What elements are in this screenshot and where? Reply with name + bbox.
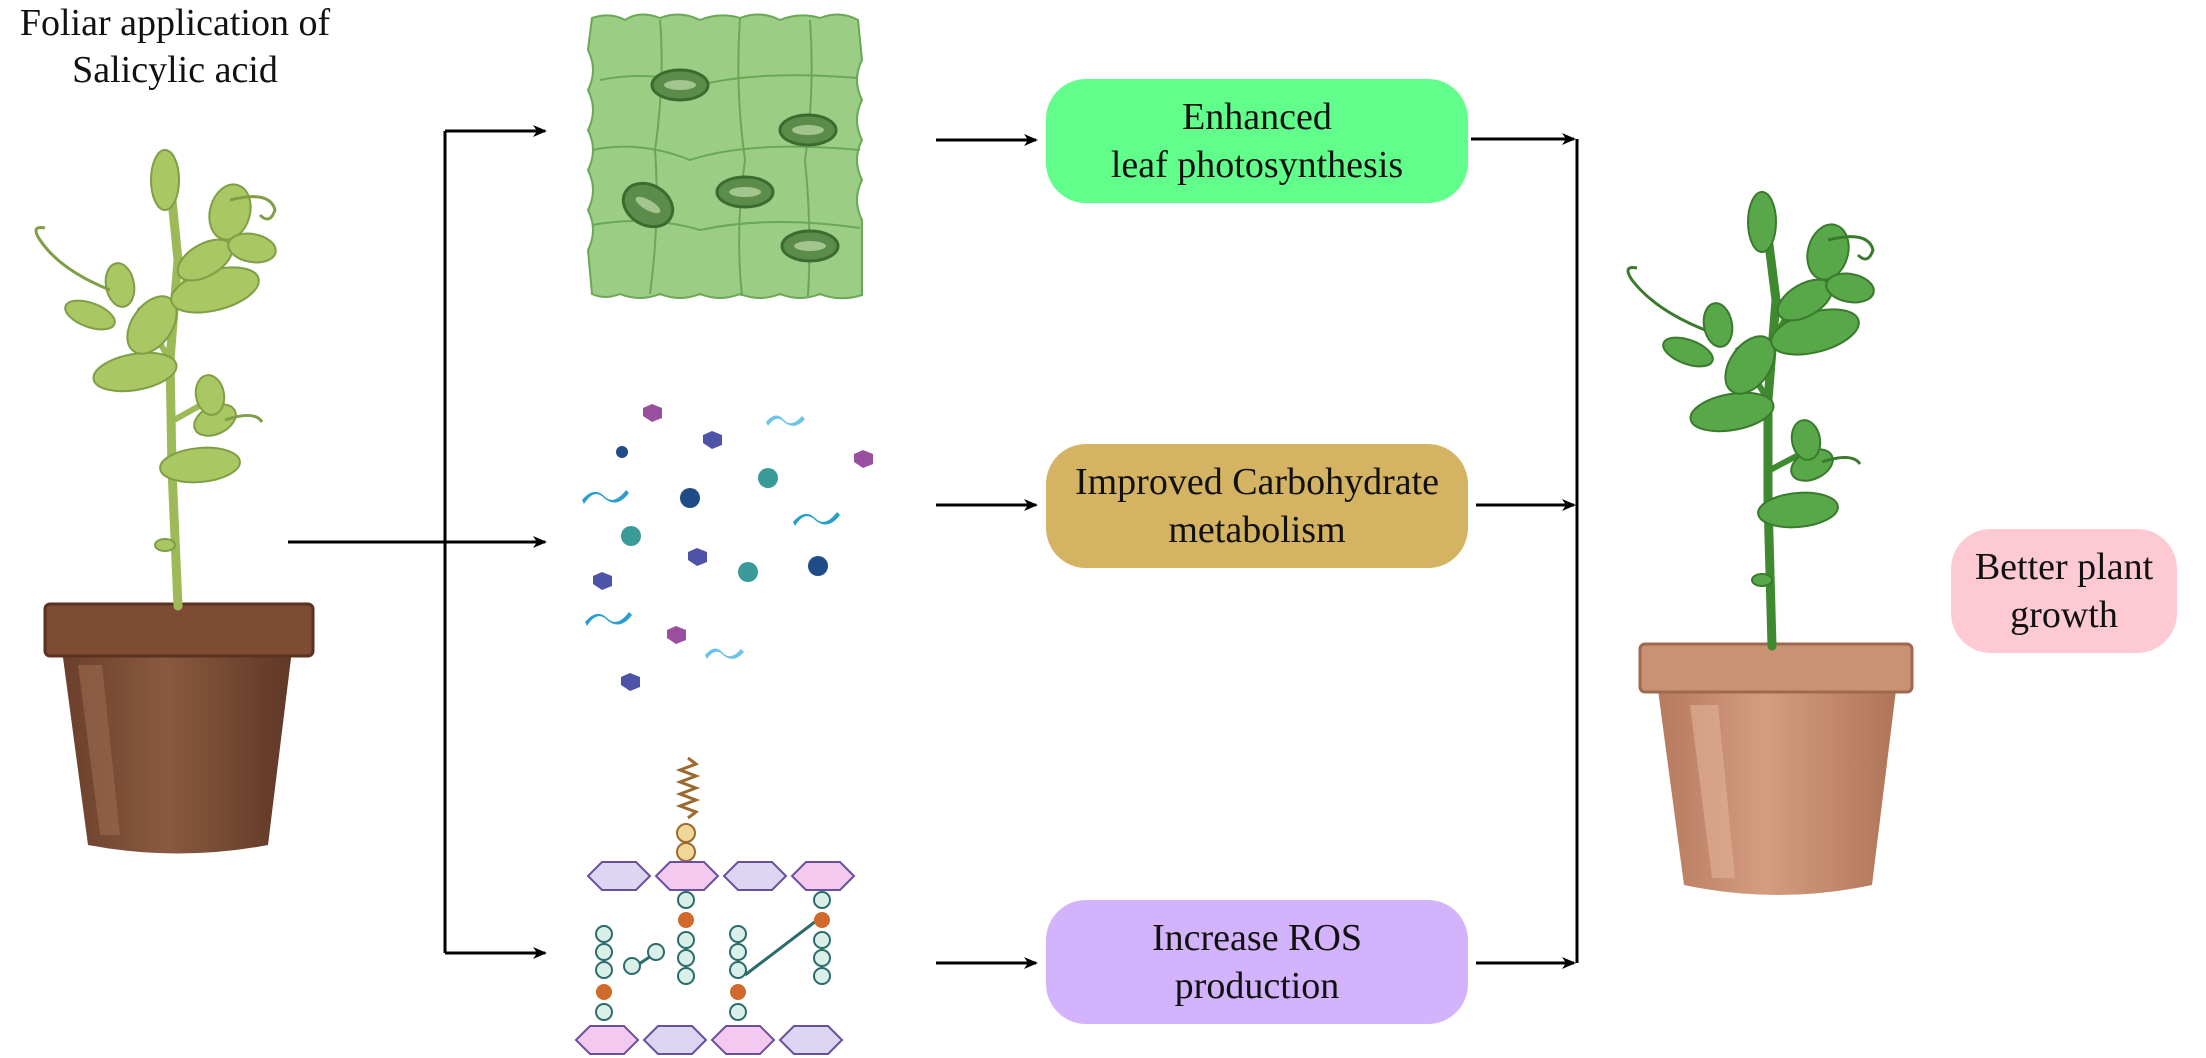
effect-ros-box: Increase ROS production — [1046, 900, 1468, 1024]
effect-ros-line2: production — [1174, 965, 1340, 1007]
outcome-line2: growth — [2010, 594, 2118, 636]
effect-photosynthesis-box: Enhanced leaf photosynthesis — [1046, 79, 1468, 203]
effect-carbohydrate-line1: Improved Carbohydrate — [1074, 461, 1440, 503]
plant-before-illustration — [34, 149, 315, 854]
pot-after — [1638, 642, 1914, 895]
source-label: Foliar application of Salicylic acid — [0, 0, 350, 94]
effect-photosynthesis-line2: leaf photosynthesis — [1110, 144, 1404, 186]
leaves-after — [1662, 191, 1875, 587]
pot-before — [43, 602, 315, 854]
outcome-box: Better plant growth — [1951, 529, 2177, 653]
effect-ros-line1: Increase ROS — [1152, 917, 1362, 959]
stomata — [621, 68, 840, 263]
effect-photosynthesis-line1: Enhanced — [1182, 96, 1332, 138]
carbohydrate-molecules-illustration — [582, 404, 873, 691]
leaf-stomata-illustration — [586, 13, 864, 300]
outcome-line1: Better plant — [1974, 546, 2154, 588]
plant-after-illustration — [1626, 191, 1914, 895]
flow-arrows — [288, 125, 1579, 969]
tendrils-after — [1626, 235, 1875, 465]
ros-production-illustration — [574, 756, 856, 1055]
effect-carbohydrate-line2: metabolism — [1168, 509, 1346, 551]
source-label-line2: Salicylic acid — [72, 49, 278, 91]
source-label-line1: Foliar application of — [19, 2, 331, 44]
tendrils-before — [34, 195, 277, 423]
effect-carbohydrate-box: Improved Carbohydrate metabolism — [1046, 444, 1468, 568]
